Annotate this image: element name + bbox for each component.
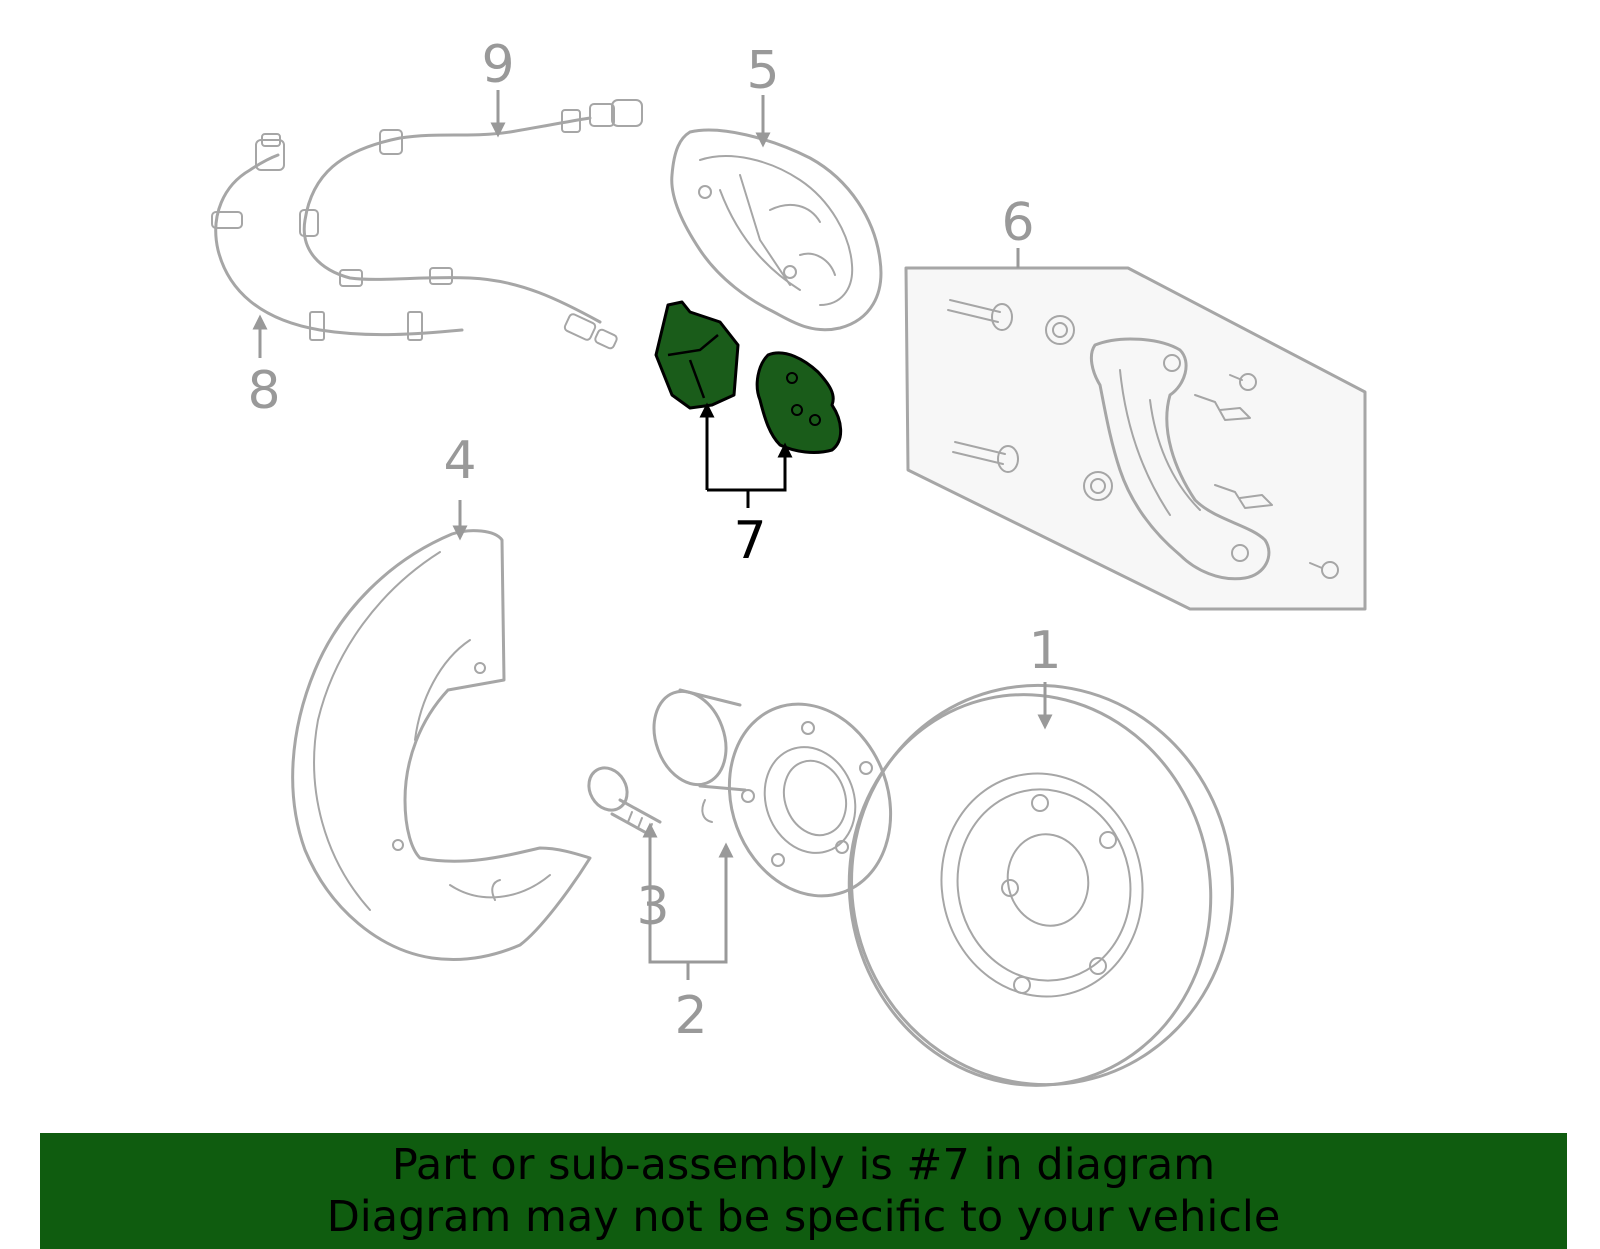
- part-6-caliper-bracket-kit: [904, 266, 1367, 611]
- callout-3: 3: [636, 877, 669, 937]
- part-2-hub-bearing: [652, 688, 893, 898]
- part-8-abs-sensor-rear: [211, 133, 464, 341]
- banner-line-2: Diagram may not be specific to your vehi…: [326, 1192, 1281, 1242]
- info-banner: Part or sub-assembly is #7 in diagram Di…: [40, 1133, 1567, 1249]
- callout-8: 8: [247, 361, 280, 421]
- callout-9: 9: [481, 35, 514, 95]
- callout-1: 1: [1028, 621, 1061, 681]
- part-9-abs-sensor-front: [299, 99, 643, 350]
- callout-7: 7: [733, 511, 766, 571]
- part-3-hub-bolt: [587, 766, 662, 838]
- callout-6: 6: [1001, 193, 1034, 253]
- part-4-splash-shield: [291, 529, 592, 961]
- part-7-brake-pads: [654, 300, 843, 454]
- leader-lines: [252, 90, 1053, 980]
- callout-2: 2: [674, 986, 707, 1046]
- part-5-caliper: [670, 128, 883, 332]
- callout-5: 5: [746, 41, 779, 101]
- part-1-brake-rotor: [847, 683, 1234, 1087]
- banner-line-1: Part or sub-assembly is #7 in diagram: [391, 1140, 1216, 1190]
- callout-4: 4: [443, 431, 476, 491]
